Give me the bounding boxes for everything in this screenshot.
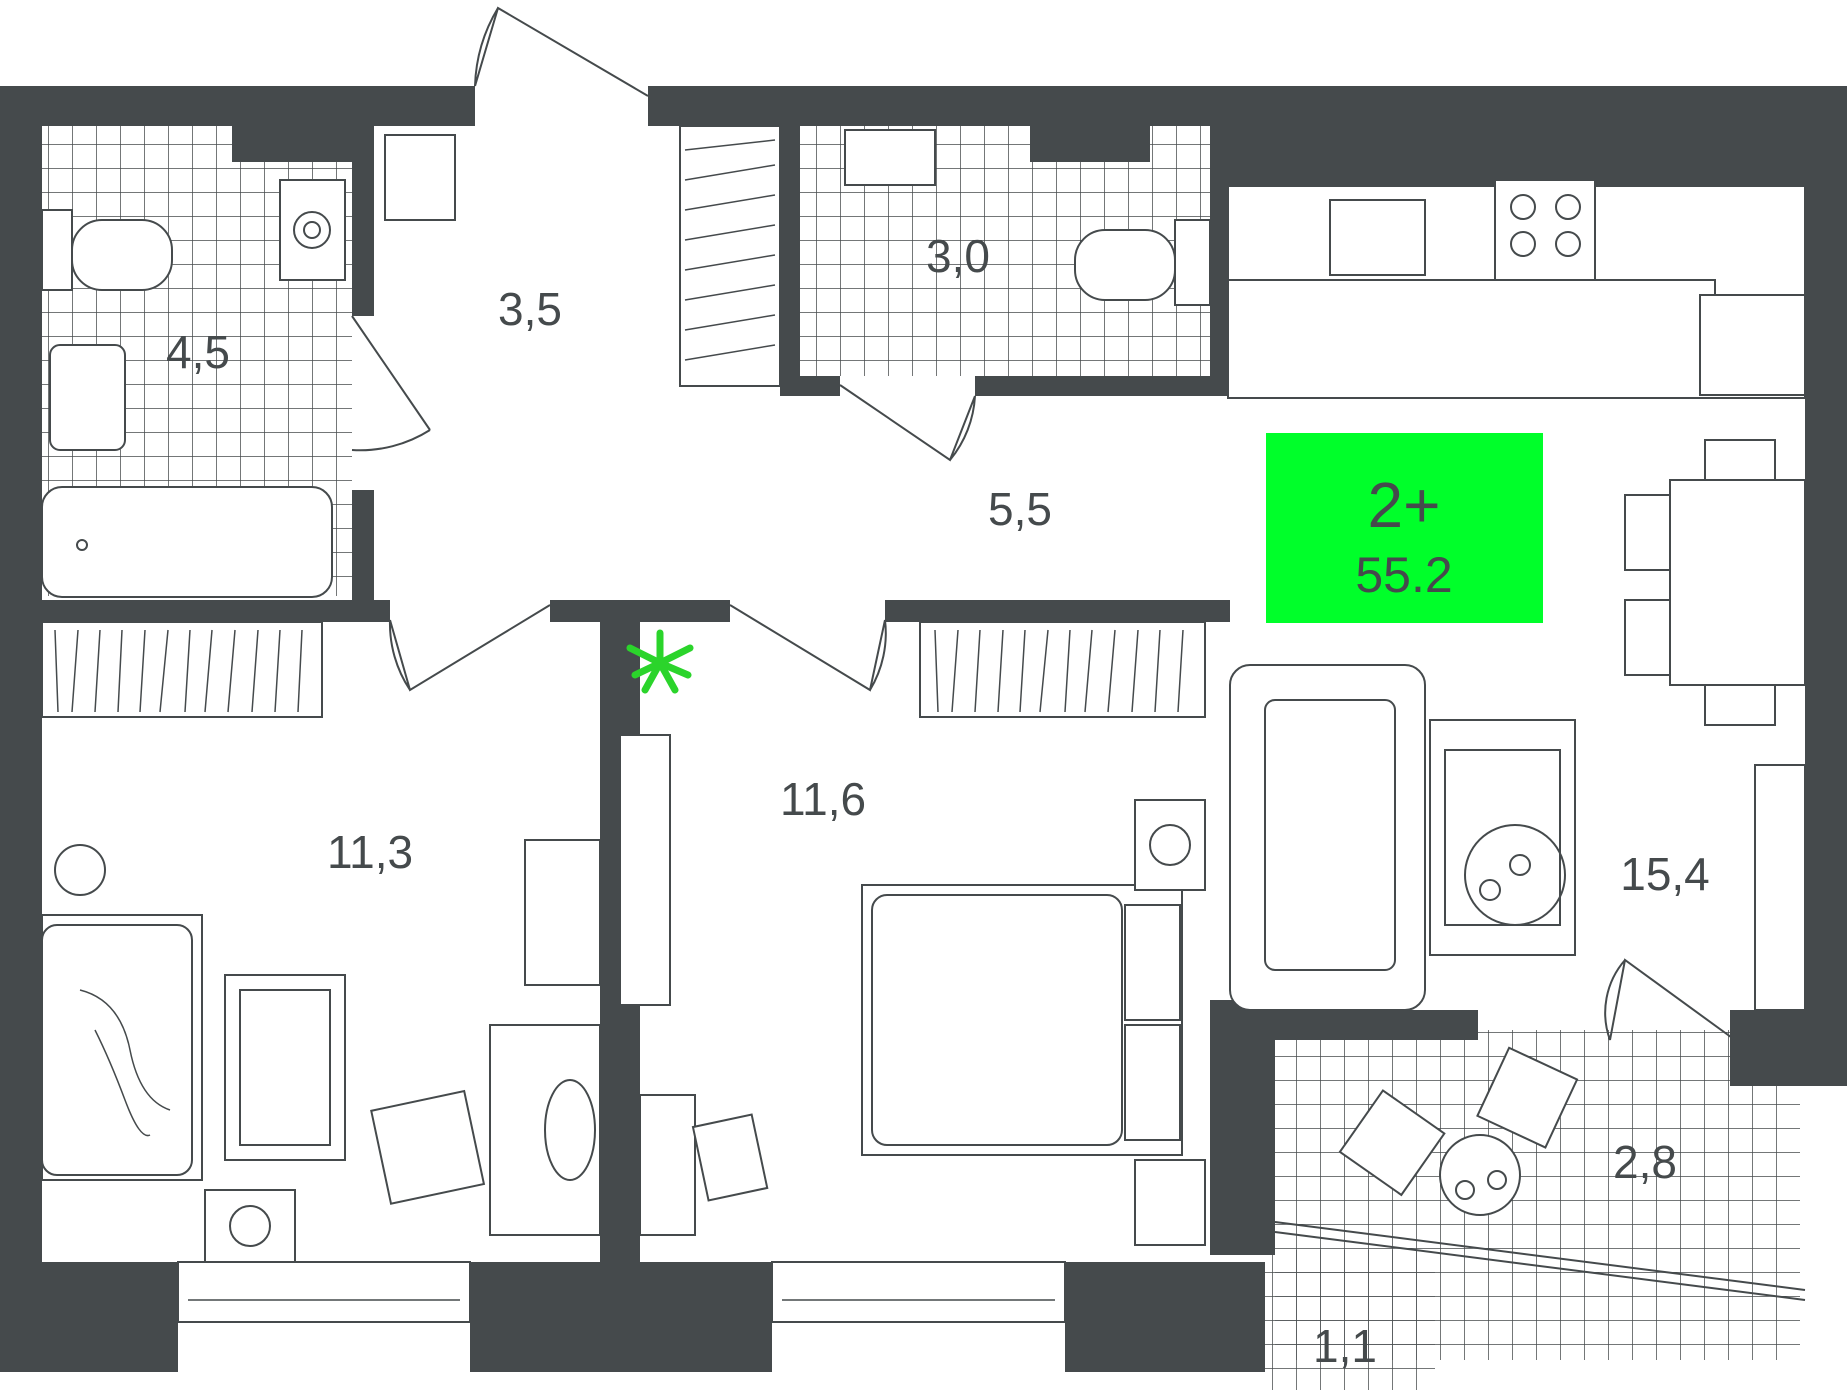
room-area-bedroom-1: 11,3 <box>327 826 413 878</box>
windows <box>177 1261 1066 1323</box>
kitchen-furniture <box>1227 179 1806 1011</box>
apartment-type: 2+ <box>1368 469 1441 541</box>
bathroom-furniture <box>41 134 456 598</box>
room-area-wc: 3,0 <box>926 230 990 282</box>
bedroom-1-furniture <box>41 621 601 1263</box>
balcony-furniture <box>1274 1046 1806 1301</box>
room-area-hall: 3,5 <box>498 283 562 335</box>
room-labels: 4,5 3,5 3,0 5,5 11,3 11,6 15,4 2,8 1,1 <box>166 230 1710 1372</box>
area-badge: 2+ 55.2 <box>1266 433 1543 623</box>
wardrobe-hall <box>679 125 781 387</box>
doors <box>351 6 1736 1041</box>
room-area-balcony-2: 1,1 <box>1313 1320 1377 1372</box>
badge-background <box>1266 433 1543 623</box>
room-area-corridor: 5,5 <box>988 483 1052 535</box>
wc-furniture <box>844 129 1211 306</box>
room-area-bathroom: 4,5 <box>166 326 230 378</box>
room-area-balcony-1: 2,8 <box>1613 1136 1677 1188</box>
total-area: 55.2 <box>1355 547 1452 603</box>
room-area-bedroom-2: 11,6 <box>780 773 866 825</box>
bedroom-2-furniture <box>619 621 1206 1246</box>
room-area-kitchen-living: 15,4 <box>1620 848 1710 900</box>
plant-icon <box>626 629 694 694</box>
living-furniture <box>1229 664 1576 1011</box>
